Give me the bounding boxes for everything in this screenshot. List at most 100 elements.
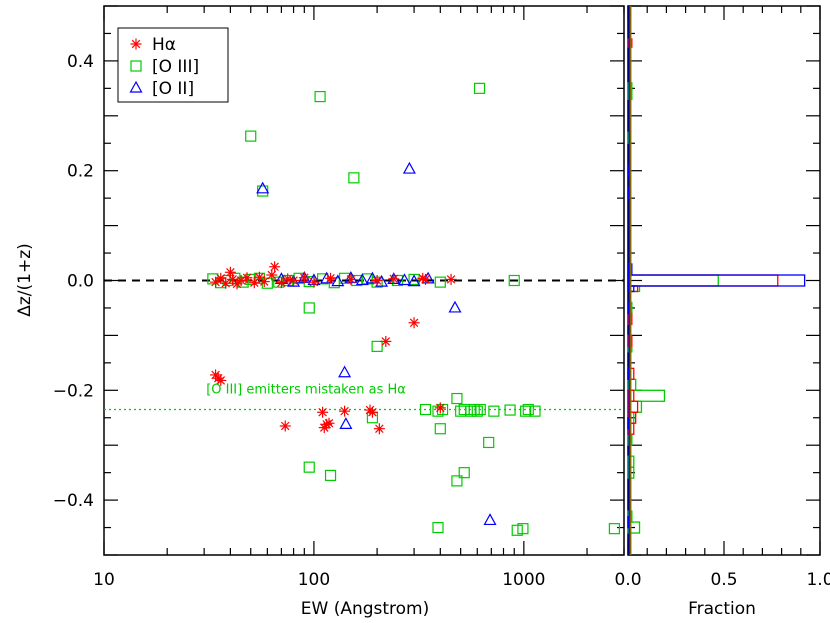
data-point — [323, 417, 335, 429]
y-tick-label: −0.4 — [53, 491, 94, 511]
x-axis-label: EW (Angstrom) — [301, 599, 430, 619]
y-tick-label: −0.2 — [53, 381, 94, 401]
data-point — [522, 403, 534, 416]
histogram-x-tick-label: 1.0 — [806, 570, 830, 590]
data-point — [210, 276, 222, 288]
data-point — [445, 273, 457, 285]
legend-marker — [130, 38, 142, 50]
data-point — [388, 273, 400, 285]
x-tick-label: 100 — [298, 570, 330, 590]
data-point — [266, 269, 278, 281]
x-tick-label: 1000 — [502, 570, 545, 590]
data-point — [608, 523, 620, 535]
y-tick-label: 0.2 — [67, 162, 94, 182]
data-point — [419, 273, 431, 285]
data-point — [324, 469, 337, 481]
fraction-histogram-panel: 0.0 0.5 1.0 — [614, 5, 830, 590]
data-point — [511, 524, 523, 536]
series-asterisk — [210, 261, 457, 435]
data-point — [402, 161, 416, 174]
data-point — [303, 461, 315, 473]
data-point — [314, 90, 326, 103]
data-point — [434, 423, 446, 435]
data-point — [504, 404, 516, 416]
data-point — [483, 436, 495, 449]
data-point — [371, 340, 383, 352]
legend-marker — [130, 60, 142, 72]
data-point — [248, 277, 260, 289]
data-point — [253, 271, 265, 283]
data-point — [308, 276, 320, 288]
data-point — [408, 317, 420, 329]
data-point — [432, 521, 444, 534]
histogram-series — [627, 38, 779, 435]
data-point — [529, 405, 541, 417]
data-point — [245, 130, 257, 142]
data-point — [458, 467, 470, 479]
legend-label: [O III] — [152, 57, 199, 77]
histogram-x-tick-label: 0.0 — [614, 570, 641, 590]
data-point — [279, 420, 291, 432]
data-point — [483, 513, 497, 526]
data-point — [269, 261, 281, 273]
data-point — [468, 403, 480, 416]
histogram-x-tick-label: 0.5 — [710, 570, 737, 590]
data-point — [448, 300, 462, 313]
data-point — [317, 406, 329, 418]
data-point — [474, 403, 486, 416]
data-point — [355, 273, 369, 286]
legend-marker — [129, 80, 143, 93]
annotation-label: [O III] emitters mistaken as Hα — [206, 383, 406, 398]
data-point — [407, 274, 421, 287]
legend: Hα[O III][O II] — [117, 27, 229, 103]
data-point — [256, 181, 270, 194]
histogram-x-axis-label: Fraction — [688, 599, 756, 619]
data-point — [345, 273, 357, 285]
data-point — [303, 302, 315, 314]
x-tick-label: 10 — [93, 570, 115, 590]
data-point — [451, 392, 463, 405]
data-point — [419, 403, 432, 416]
data-point — [241, 272, 253, 284]
y-tick-label: 0.0 — [67, 272, 94, 292]
data-point — [465, 405, 477, 417]
data-point — [275, 277, 287, 289]
data-point — [375, 274, 389, 287]
data-point — [508, 274, 520, 287]
legend-label: Hα — [152, 35, 176, 55]
data-point — [348, 172, 360, 184]
data-point — [434, 402, 446, 414]
data-point — [339, 405, 351, 417]
y-axis-label: Δz/(1+z) — [15, 243, 35, 317]
data-point — [224, 266, 236, 278]
data-point — [325, 272, 337, 284]
data-point — [215, 374, 227, 386]
series-square — [207, 82, 620, 536]
data-point — [373, 423, 385, 435]
histogram-bar — [627, 274, 779, 287]
y-tick-label: 0.4 — [67, 52, 94, 72]
histogram-series — [627, 164, 806, 529]
data-point — [451, 475, 463, 487]
data-point — [257, 185, 269, 197]
data-point — [520, 405, 532, 417]
data-point — [298, 272, 310, 284]
data-point — [220, 277, 232, 289]
data-point — [471, 405, 483, 417]
histogram-series — [627, 82, 719, 534]
data-point — [331, 274, 345, 287]
data-point — [288, 275, 300, 286]
main-scatter-panel: 10 100 1000 −0.4 −0.2 0.0 0.2 0.4 [O III] emitte… — [53, 5, 625, 590]
data-point — [366, 406, 378, 418]
data-point — [436, 403, 449, 416]
data-point — [380, 335, 392, 347]
data-point — [339, 417, 353, 429]
data-point — [397, 273, 411, 286]
data-point — [338, 365, 352, 378]
data-point — [473, 82, 486, 94]
histogram-bar — [627, 274, 806, 287]
data-point — [434, 276, 446, 288]
data-point — [258, 276, 270, 288]
data-point — [488, 405, 500, 417]
